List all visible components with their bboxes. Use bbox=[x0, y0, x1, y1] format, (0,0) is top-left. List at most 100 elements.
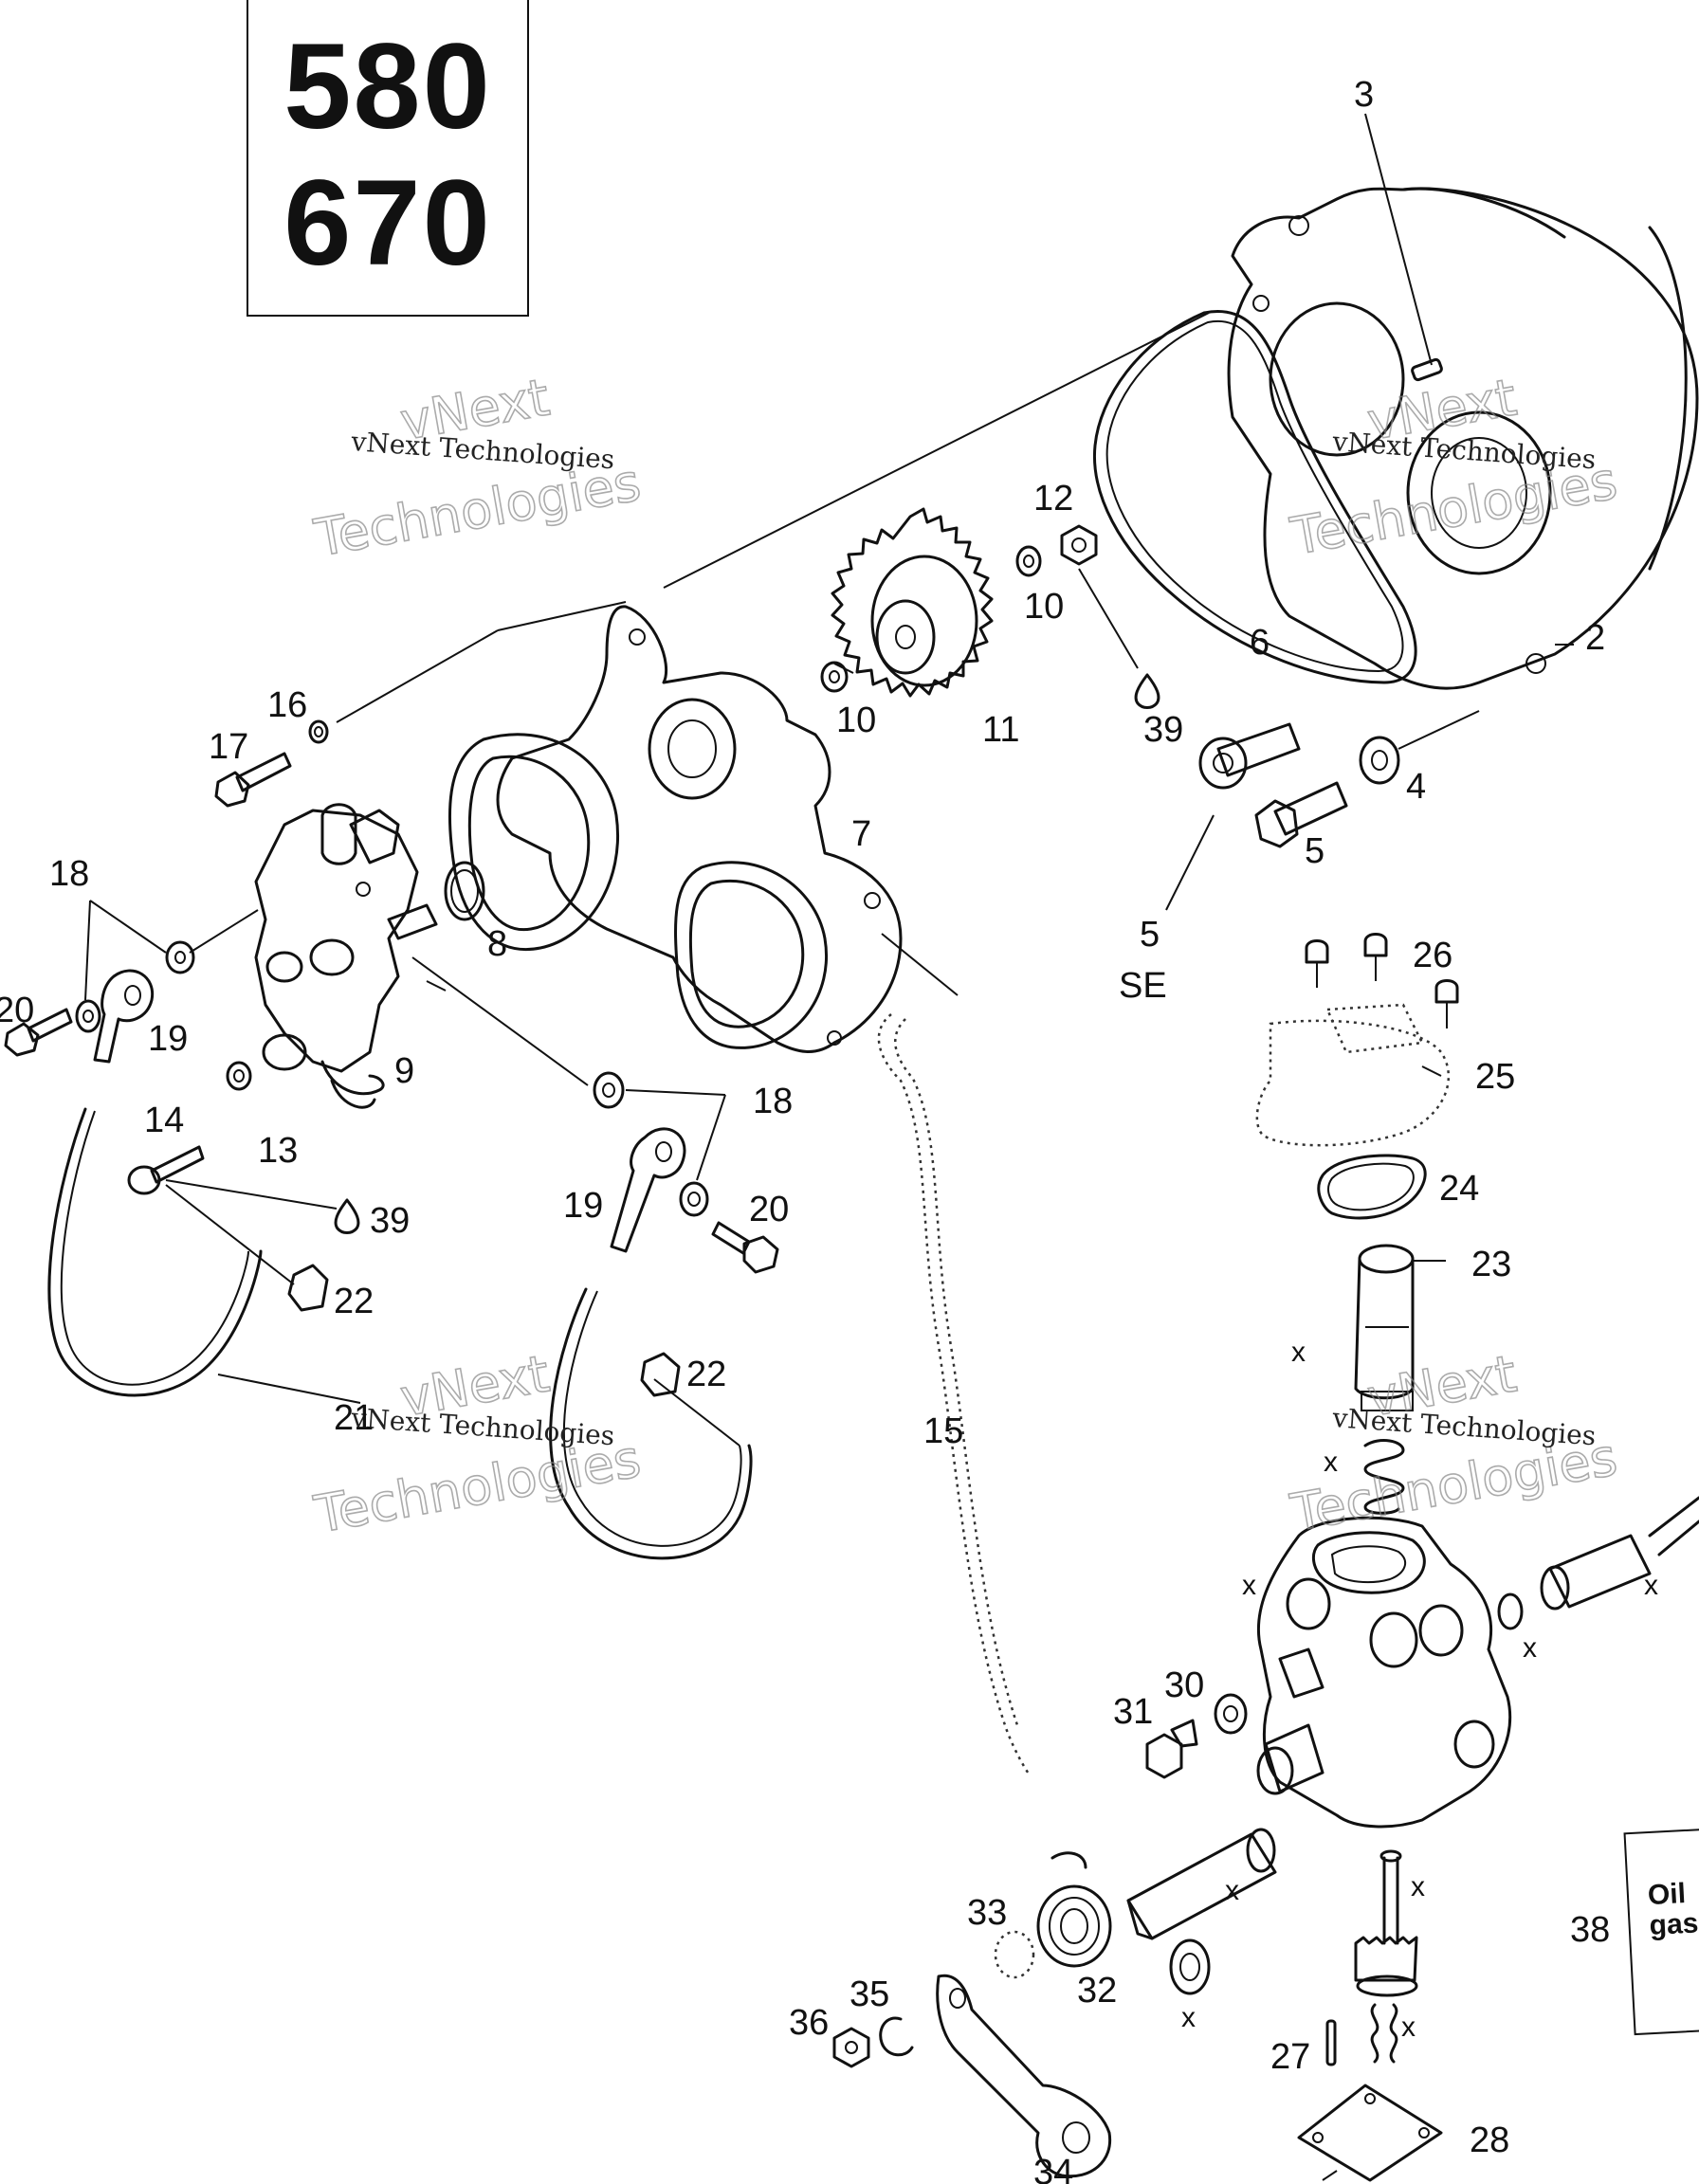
callout-3: 3 bbox=[1354, 75, 1374, 115]
part-35-clip bbox=[879, 2016, 914, 2057]
model-number-box: 580 670 bbox=[247, 0, 529, 317]
callout-5-se: 5 bbox=[1140, 915, 1160, 955]
callout-5-right: 5 bbox=[1305, 831, 1324, 871]
part-14-screw bbox=[127, 1145, 205, 1195]
part-9-pump-body bbox=[254, 803, 438, 1109]
callout-20-right: 20 bbox=[749, 1190, 789, 1229]
callout-10-lower: 10 bbox=[836, 701, 876, 740]
part-8-o-ring bbox=[444, 861, 485, 921]
callout-15: 15 bbox=[923, 1411, 963, 1451]
callout-18-right: 18 bbox=[753, 1082, 793, 1121]
callout-9: 9 bbox=[394, 1051, 414, 1091]
leader-lines bbox=[84, 113, 1574, 1447]
svg-text:x: x bbox=[1291, 1337, 1306, 1368]
part-23-shaft bbox=[1354, 1244, 1415, 1411]
svg-text:x: x bbox=[1644, 1570, 1658, 1601]
part-13-washer bbox=[226, 1061, 252, 1091]
wave-spring bbox=[1370, 2003, 1398, 2064]
callout-23: 23 bbox=[1471, 1245, 1511, 1284]
callout-21: 21 bbox=[334, 1398, 374, 1438]
callout-26: 26 bbox=[1413, 936, 1452, 975]
part-16-washer bbox=[308, 719, 329, 744]
callout-33: 33 bbox=[967, 1893, 1007, 1933]
callout-27: 27 bbox=[1270, 2037, 1310, 2077]
part-19-banjo-left bbox=[93, 969, 155, 1064]
callout-19-left: 19 bbox=[148, 1019, 188, 1059]
callout-2: 2 bbox=[1585, 618, 1605, 658]
part-20-bolt-right bbox=[711, 1221, 779, 1274]
callout-32: 32 bbox=[1077, 1971, 1117, 2011]
part-12-nut bbox=[1060, 524, 1098, 566]
callout-14: 14 bbox=[144, 1101, 184, 1140]
part-26-screws bbox=[1305, 933, 1459, 1028]
part-28-plate bbox=[1297, 2084, 1443, 2182]
part-18-washer-right-upper bbox=[593, 1071, 625, 1109]
callout-35: 35 bbox=[850, 1975, 889, 2014]
svg-text:x: x bbox=[1401, 2011, 1416, 2043]
drive-gear-shaft bbox=[1354, 1849, 1418, 1997]
part-24-gasket bbox=[1317, 1154, 1427, 1220]
svg-text:x: x bbox=[1181, 2002, 1196, 2033]
part-2-housing bbox=[1227, 187, 1699, 690]
part-31-plug bbox=[1145, 1719, 1198, 1779]
part-11-gear bbox=[831, 507, 994, 698]
callout-16: 16 bbox=[267, 685, 307, 725]
part-39-drop-lower bbox=[334, 1198, 360, 1234]
callout-13: 13 bbox=[258, 1131, 298, 1171]
plunger-right bbox=[1540, 1496, 1699, 1611]
model-number-580: 580 bbox=[283, 19, 492, 155]
callout-39-upper: 39 bbox=[1143, 710, 1183, 750]
part-15-cable bbox=[877, 1013, 1032, 1776]
callout-22-right: 22 bbox=[686, 1355, 726, 1394]
part-22-clamp-left bbox=[287, 1264, 329, 1312]
callout-38: 38 bbox=[1570, 1910, 1610, 1950]
callout-39-lower: 39 bbox=[370, 1201, 410, 1241]
small-o-ring bbox=[1497, 1592, 1524, 1630]
part-18-washer-left-lower bbox=[75, 999, 101, 1033]
note-card-label: Oil gask bbox=[1647, 1878, 1699, 1941]
svg-text:x: x bbox=[1242, 1570, 1256, 1601]
part-25-cover bbox=[1255, 1003, 1451, 1147]
callout-28: 28 bbox=[1470, 2120, 1509, 2160]
svg-text:x: x bbox=[1411, 1871, 1425, 1902]
callout-10-upper: 10 bbox=[1024, 587, 1064, 627]
callout-17: 17 bbox=[209, 727, 248, 767]
part-4-washer bbox=[1359, 736, 1400, 785]
spring bbox=[1363, 1439, 1405, 1515]
part-30-washer bbox=[1214, 1693, 1248, 1735]
seal-ring bbox=[1169, 1938, 1211, 1995]
part-10-washer-lower bbox=[820, 661, 849, 693]
part-6-gasket bbox=[1092, 310, 1417, 684]
part-32-coil bbox=[1036, 1851, 1112, 1968]
callout-6: 6 bbox=[1250, 623, 1270, 663]
callout-22-left: 22 bbox=[334, 1282, 374, 1321]
callout-24: 24 bbox=[1439, 1169, 1479, 1209]
valve-spool bbox=[1126, 1828, 1277, 1940]
part-20-bolt-left bbox=[4, 1008, 73, 1057]
callout-30: 30 bbox=[1164, 1665, 1204, 1705]
callout-7: 7 bbox=[851, 814, 871, 854]
part-21-hose-left bbox=[47, 1107, 263, 1397]
note-card: Oil gask bbox=[1623, 1826, 1699, 2036]
part-27-pin bbox=[1325, 2019, 1337, 2066]
callout-18-left: 18 bbox=[49, 854, 89, 894]
part-36-nut bbox=[832, 2027, 870, 2068]
callout-25: 25 bbox=[1475, 1057, 1515, 1097]
callout-8: 8 bbox=[487, 924, 507, 964]
callout-19-right: 19 bbox=[563, 1186, 603, 1226]
callout-31: 31 bbox=[1113, 1692, 1153, 1732]
part-33-washer bbox=[994, 1930, 1035, 1979]
part-18-washer-left-upper bbox=[165, 940, 195, 974]
part-39-drop-upper bbox=[1134, 673, 1160, 709]
part-34-lever bbox=[936, 1974, 1112, 2178]
callout-12: 12 bbox=[1033, 479, 1073, 519]
part-17-bolt bbox=[214, 752, 292, 808]
part-21-hose-right bbox=[549, 1287, 753, 1560]
part-22-clamp-right bbox=[640, 1352, 681, 1397]
part-7-cover bbox=[448, 605, 903, 1053]
part-10-washer-upper bbox=[1015, 545, 1042, 577]
svg-text:x: x bbox=[1523, 1632, 1537, 1664]
callout-11: 11 bbox=[982, 710, 1019, 750]
part-5-bolts bbox=[1198, 722, 1348, 848]
